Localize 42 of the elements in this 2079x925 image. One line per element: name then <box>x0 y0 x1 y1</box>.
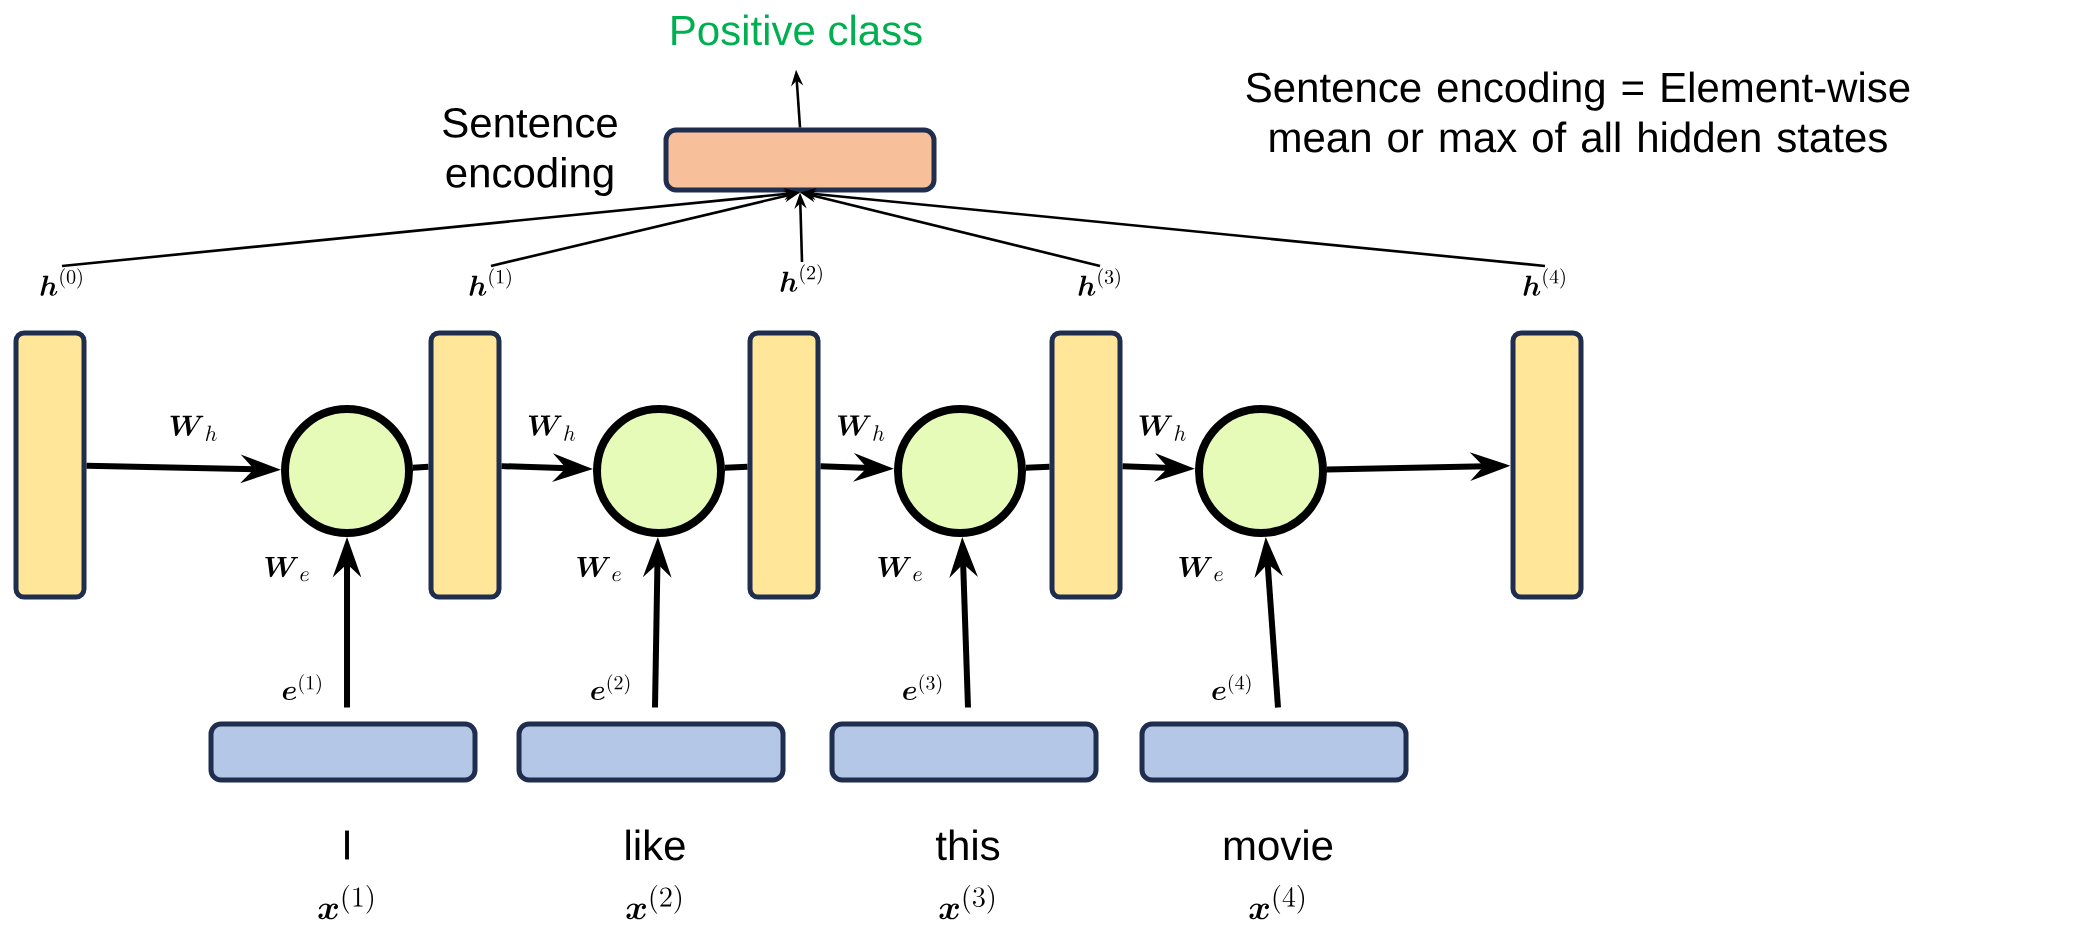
hidden-state-label: $\boldsymbol{h}^{(1)}$ <box>469 268 511 296</box>
weight-label: $\boldsymbol{W}_e$ <box>1179 556 1223 582</box>
weight-label: $\boldsymbol{W}_e$ <box>577 556 621 582</box>
input-label: $\boldsymbol{x}^{(1)}$ <box>318 884 374 920</box>
hidden-state-label: $\boldsymbol{h}^{(4)}$ <box>1523 268 1565 296</box>
word-label: like <box>626 829 685 861</box>
edge-label: $\boldsymbol{W}_h$ <box>528 415 576 441</box>
hidden-state-bar <box>747 330 821 600</box>
embedding-box <box>516 721 786 783</box>
word-label: I <box>345 830 349 860</box>
hidden-state-label: $\boldsymbol{h}^{(0)}$ <box>40 268 82 296</box>
encoding-box <box>663 127 937 193</box>
word-label: movie <box>1224 829 1333 861</box>
text-label: Positive class <box>672 14 922 46</box>
edge-label: $\boldsymbol{e}^{(3)}$ <box>903 674 942 700</box>
weight-label: $\boldsymbol{W}_e$ <box>265 556 309 582</box>
note-text: Sentence encoding = Element-wise mean or max of all hidden states <box>1246 71 1910 153</box>
input-label: $\boldsymbol{x}^{(4)}$ <box>1249 884 1305 920</box>
input-label: $\boldsymbol{x}^{(2)}$ <box>626 884 682 920</box>
hidden-state-bar <box>13 330 87 600</box>
edge-label: $\boldsymbol{e}^{(4)}$ <box>1212 674 1251 700</box>
rnn-cell-circle <box>894 405 1026 537</box>
weight-label: $\boldsymbol{W}_e$ <box>878 556 922 582</box>
embedding-box <box>1139 721 1409 783</box>
edge-label: $\boldsymbol{W}_h$ <box>838 415 885 441</box>
hidden-state-bar <box>1510 330 1584 600</box>
rnn-cell-circle <box>593 405 725 537</box>
input-label: $\boldsymbol{x}^{(3)}$ <box>939 884 995 920</box>
embedding-box <box>208 721 478 783</box>
embedding-box <box>829 721 1099 783</box>
word-label: this <box>935 829 1000 861</box>
hidden-state-bar <box>1049 330 1123 600</box>
edge-label: $\boldsymbol{e}^{(2)}$ <box>591 674 630 700</box>
caption-text: Sentence encoding <box>443 107 617 196</box>
edge-label: $\boldsymbol{W}_h$ <box>1139 415 1186 441</box>
edge-label: $\boldsymbol{e}^{(1)}$ <box>282 674 321 700</box>
hidden-state-label: $\boldsymbol{h}^{(2)}$ <box>780 264 822 292</box>
rnn-cell-circle <box>281 405 413 537</box>
edge-label: $\boldsymbol{W}_h$ <box>170 415 217 442</box>
hidden-state-bar <box>428 330 502 600</box>
rnn-cell-circle <box>1195 405 1327 537</box>
hidden-state-label: $\boldsymbol{h}^{(3)}$ <box>1078 268 1120 296</box>
